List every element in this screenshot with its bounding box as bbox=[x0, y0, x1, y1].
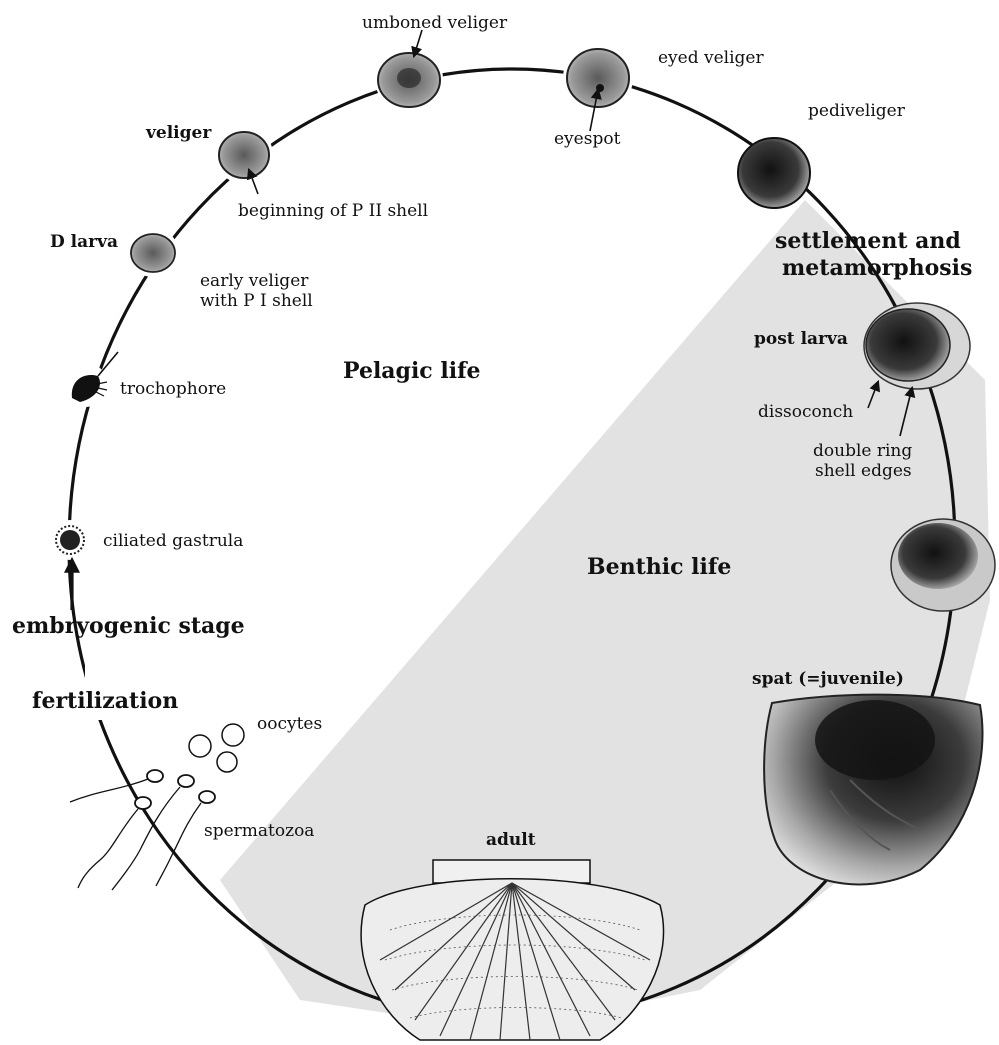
label-d-larva: D larva bbox=[50, 232, 118, 252]
label-trochophore: trochophore bbox=[120, 379, 226, 399]
umboned-veliger-shell bbox=[378, 53, 440, 107]
label-post-larva: post larva bbox=[754, 329, 848, 349]
spermatozoa-illustration bbox=[70, 770, 215, 890]
label-umboned-veliger: umboned veliger bbox=[362, 13, 508, 33]
label-beginning-pii: beginning of P II shell bbox=[238, 201, 428, 221]
spat-shell bbox=[764, 695, 982, 885]
label-eyespot: eyespot bbox=[554, 129, 621, 149]
eyed-veliger-shell bbox=[567, 49, 629, 107]
post-larva-shell bbox=[864, 303, 970, 389]
label-pediveliger: pediveliger bbox=[808, 101, 906, 121]
label-spermatozoa: spermatozoa bbox=[204, 821, 314, 841]
label-dissoconch: dissoconch bbox=[758, 402, 853, 422]
oocyte bbox=[189, 735, 211, 757]
d-larva-shell bbox=[131, 234, 175, 272]
label-ciliated-gastrula: ciliated gastrula bbox=[103, 531, 243, 551]
label-oocytes: oocytes bbox=[257, 714, 322, 734]
veliger-shell bbox=[219, 132, 269, 178]
label-spat: spat (=juvenile) bbox=[752, 669, 904, 689]
label-adult: adult bbox=[486, 830, 536, 850]
label-eyed-veliger: eyed veliger bbox=[658, 48, 764, 68]
label-settlement-2: metamorphosis bbox=[782, 255, 972, 281]
label-double-ring-1: double ring bbox=[813, 441, 912, 461]
label-early-veliger-1: early veliger bbox=[200, 271, 309, 291]
label-pelagic-life: Pelagic life bbox=[343, 358, 481, 384]
oocyte bbox=[222, 724, 244, 746]
juvenile-shell bbox=[891, 519, 995, 611]
label-settlement-1: settlement and bbox=[775, 228, 961, 254]
label-veliger: veliger bbox=[145, 123, 212, 143]
oocyte bbox=[217, 752, 237, 772]
label-early-veliger-2: with P I shell bbox=[200, 291, 313, 311]
pediveliger-shell bbox=[738, 138, 810, 208]
label-double-ring-2: shell edges bbox=[815, 461, 912, 481]
oocytes-illustration bbox=[189, 724, 244, 772]
label-benthic-life: Benthic life bbox=[587, 554, 731, 580]
label-embryogenic-stage: embryogenic stage bbox=[12, 613, 245, 639]
label-fertilization: fertilization bbox=[32, 688, 178, 714]
